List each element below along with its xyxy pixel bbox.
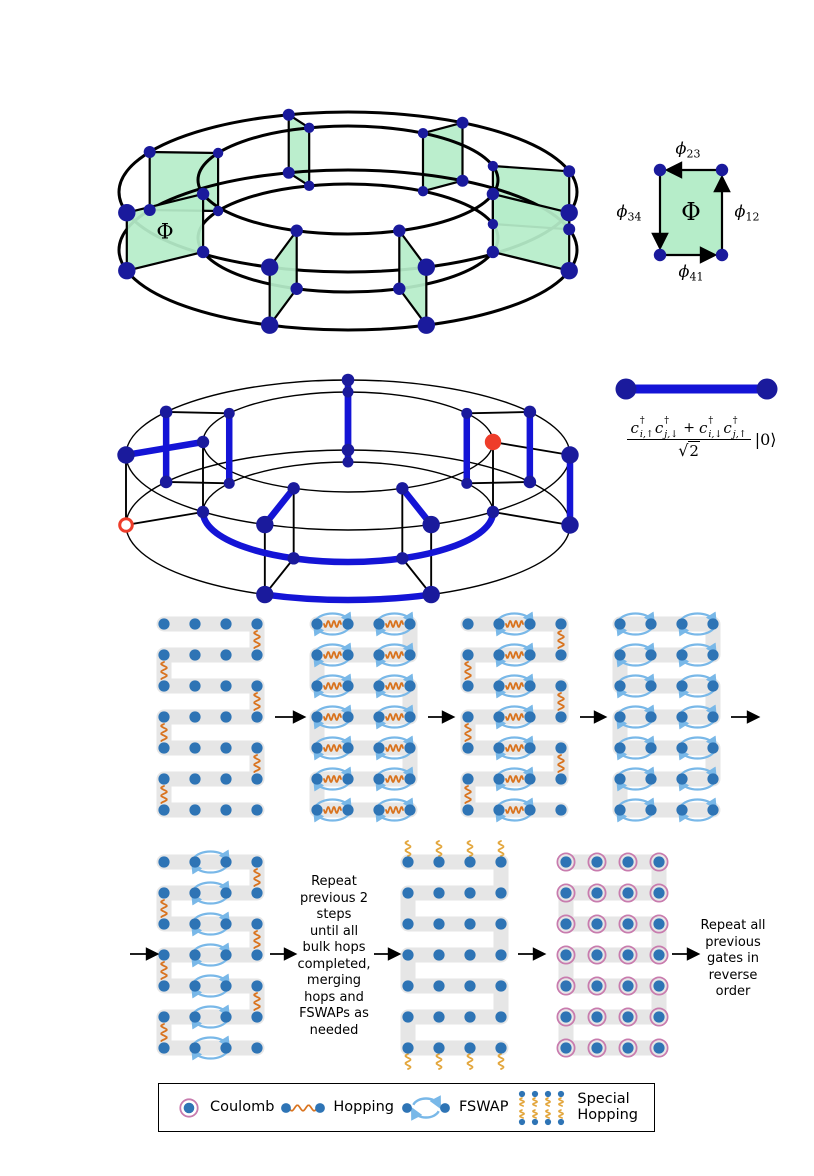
legend-label-hopping: Hopping <box>333 1098 394 1115</box>
circuit-panel-step5 <box>156 849 265 1061</box>
legend-item-coulomb: Coulomb <box>175 1095 274 1121</box>
legend-item-special-hopping: Special Hopping <box>514 1088 638 1128</box>
circuit-panel-step7 <box>556 852 669 1058</box>
legend-item-hopping: Hopping <box>280 1097 394 1119</box>
phase-label-phi41: ϕ41 <box>678 261 704 284</box>
phase-label-phi12: ϕ12 <box>734 201 760 224</box>
torus-flux-lattice <box>117 108 579 334</box>
fswap-icon <box>402 1094 450 1121</box>
singlet-bond-icon <box>615 378 778 400</box>
legend-label-coulomb: Coulomb <box>210 1098 275 1115</box>
equation-numerator: c†i,↑ c†j,↓ + c†i,↓ c†j,↑ <box>627 416 751 440</box>
coulomb-icon <box>179 1097 199 1118</box>
circuit-panel-step1 <box>156 616 265 818</box>
circuit-panel-step2 <box>309 611 418 823</box>
plaquette-detail-diagram <box>651 161 731 264</box>
legend-item-fswap: FSWAP <box>400 1094 509 1122</box>
phase-label-phi23: ϕ23 <box>675 138 701 161</box>
gate-legend-box: Coulomb Hopping FSWAP Special Hopping <box>158 1083 655 1132</box>
circuit-panel-step3 <box>460 611 569 823</box>
legend-label-special-hopping: Special Hopping <box>577 1090 638 1123</box>
bond-state-equation: c†i,↑ c†j,↓ + c†i,↓ c†j,↑ √2 |0⟩ <box>592 416 812 460</box>
open-red-site <box>118 517 134 533</box>
torus-bond-lattice <box>117 373 579 604</box>
equation-fraction: c†i,↑ c†j,↓ + c†i,↓ c†j,↑ √2 <box>627 416 751 460</box>
plaquette-flux-label: Φ <box>681 198 701 226</box>
filled-red-site <box>484 433 502 451</box>
circuit-panel-step6 <box>400 840 509 1070</box>
procedure-note-repeat-steps: Repeat previous 2 steps until all bulk h… <box>297 874 371 1038</box>
procedure-note-reverse-order: Repeat all previous gates in reverse ord… <box>700 918 766 999</box>
equation-denominator: √2 <box>678 441 700 460</box>
equation-ket: |0⟩ <box>754 429 777 449</box>
legend-label-fswap: FSWAP <box>458 1098 509 1115</box>
special-hopping-icon <box>519 1090 565 1125</box>
torus-flux-label: Φ <box>156 219 174 244</box>
circuit-panel-step4 <box>612 611 721 823</box>
hopping-icon <box>281 1102 326 1113</box>
phase-label-phi34: ϕ34 <box>616 201 642 224</box>
